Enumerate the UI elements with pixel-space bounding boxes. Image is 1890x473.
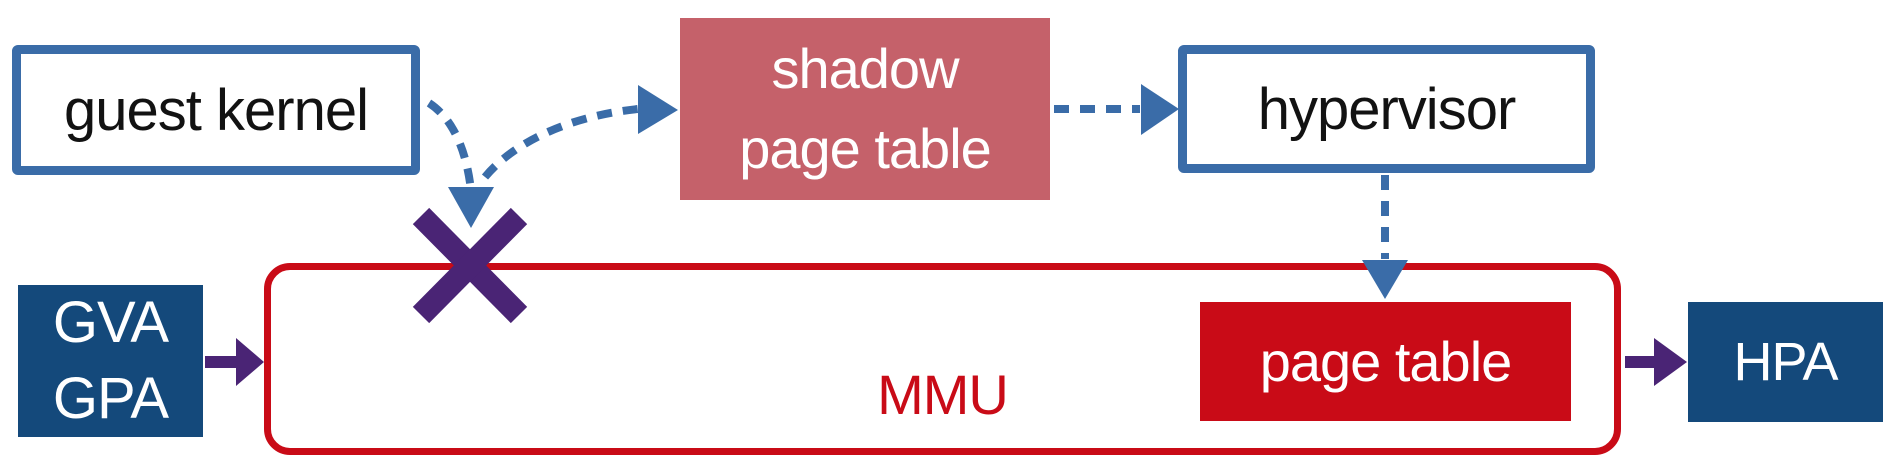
gva-label: GVA [52, 290, 169, 355]
arrowhead-mmu-to-hpa [1654, 338, 1687, 386]
hypervisor-node: hypervisor [1178, 45, 1595, 173]
guest-kernel-label: guest kernel [64, 77, 369, 143]
page-table-label: page table [1259, 330, 1513, 393]
hpa-label: HPA [1733, 332, 1838, 392]
shadow-page-table-node: shadow page table [680, 18, 1050, 200]
guest-kernel-node: guest kernel [12, 45, 420, 175]
arrowhead-shadow-to-hypervisor [1141, 84, 1179, 135]
dashed-arrow-to-shadow-page-table [481, 105, 639, 180]
arrowhead-to-shadow-page-table [638, 85, 678, 134]
gpa-label: GPA [52, 366, 169, 431]
gva-gpa-node: GVA GPA [18, 285, 203, 437]
arrowhead-gva-to-mmu [236, 338, 264, 386]
hypervisor-label: hypervisor [1257, 76, 1517, 142]
shadow-page-table-label-line2: page table [739, 117, 992, 180]
mmu-label: MMU [877, 363, 1009, 426]
arrowhead-guest-kernel-to-mmu [448, 187, 494, 228]
shadow-page-table-label-line1: shadow [771, 37, 959, 100]
dashed-arrow-guest-kernel-to-mmu [426, 99, 475, 191]
page-table-node: page table [1200, 302, 1571, 421]
hpa-node: HPA [1688, 302, 1883, 422]
